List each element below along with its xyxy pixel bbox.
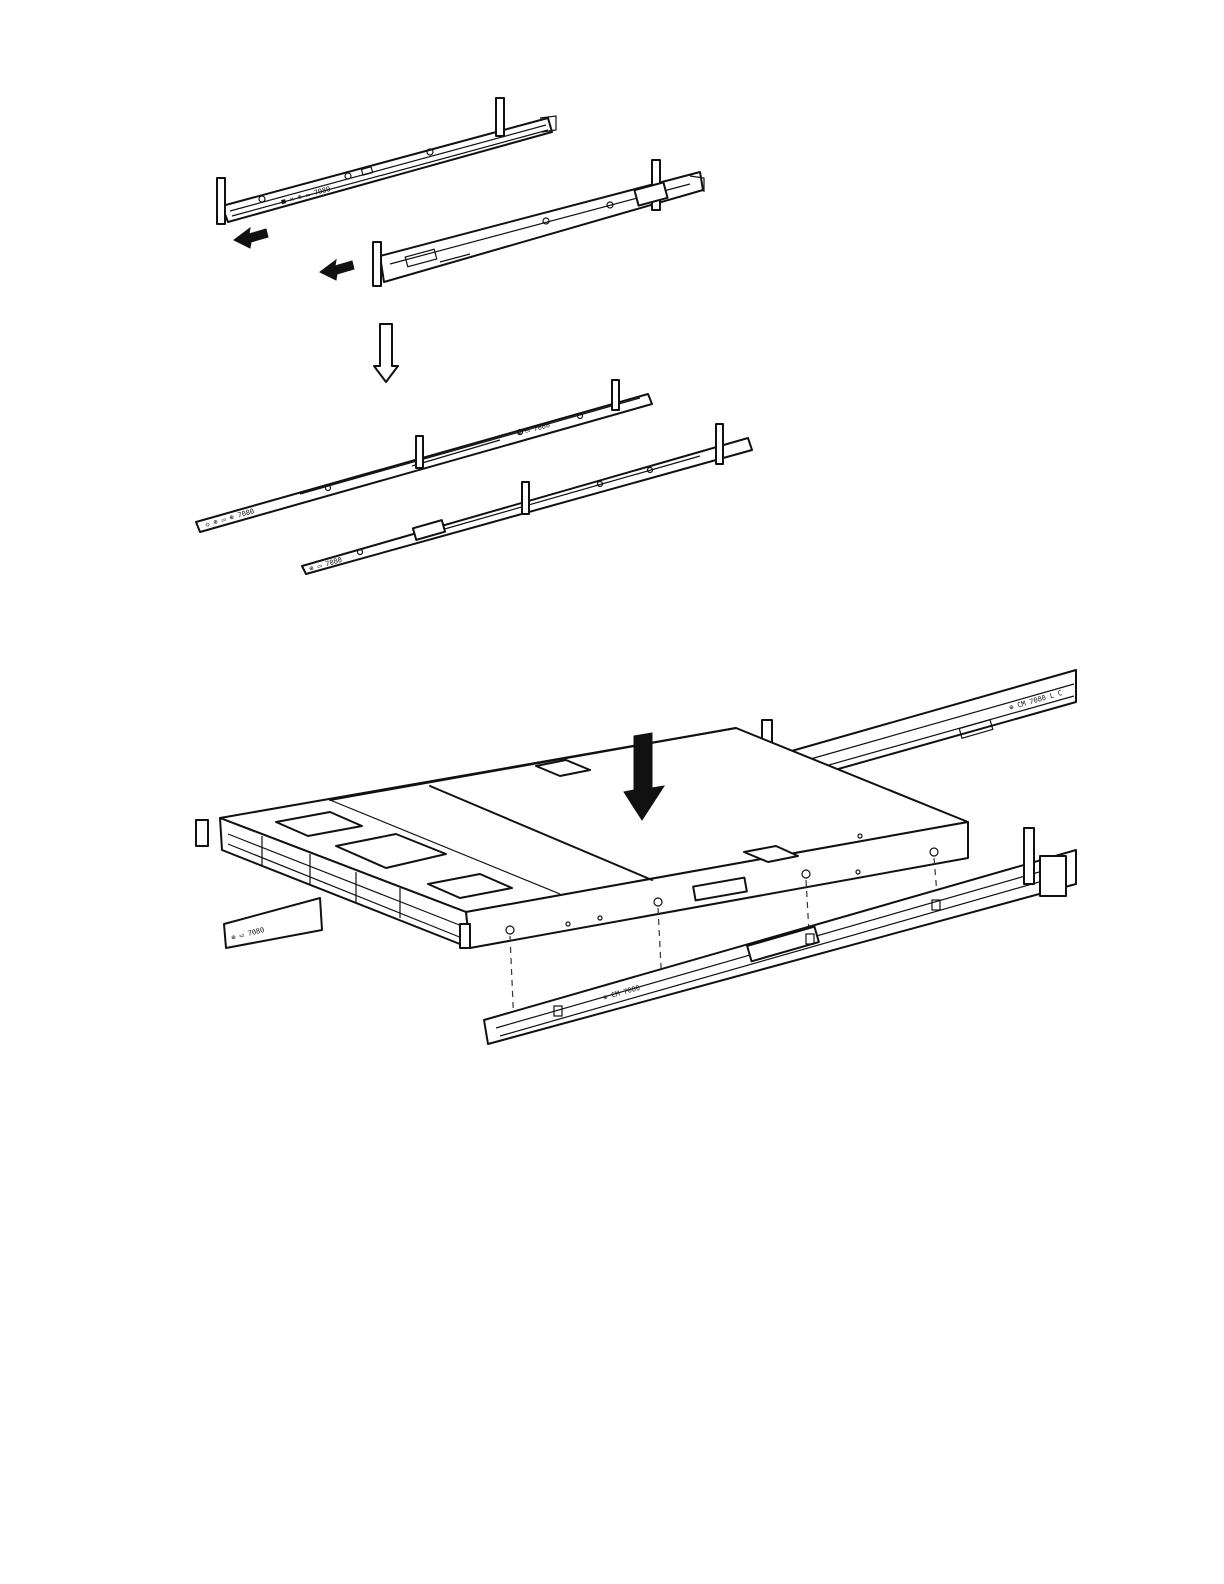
step1-right-pull-arrow xyxy=(320,260,354,280)
step1-left-pull-arrow xyxy=(234,228,268,248)
step2-right-rail-extended: ⊕ ▭ 7080 xyxy=(302,424,752,574)
step1-right-rail xyxy=(373,160,704,286)
step3-left-front-rail: ⊕ ▭ 7080 xyxy=(224,898,322,948)
step1-left-rail: ■ ✕ ⊕ ▭ 7080 xyxy=(217,98,556,224)
down-step-arrow xyxy=(374,324,398,382)
step2-left-rail-extended: ◇ ⊕ ▭ ⊕ 7080 ⊕ ▭ 7080 xyxy=(196,380,652,532)
